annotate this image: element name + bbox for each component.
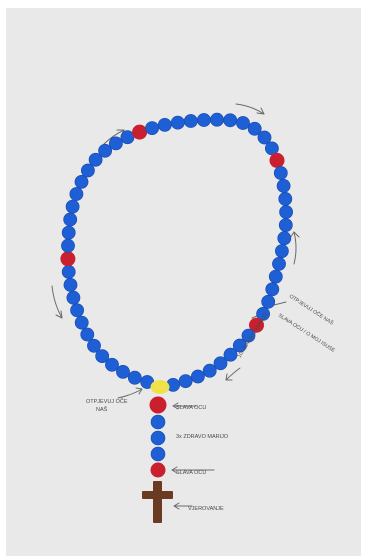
red-bead xyxy=(150,397,167,414)
red-bead xyxy=(60,251,75,266)
blue-bead xyxy=(262,295,275,308)
blue-bead xyxy=(151,447,165,461)
blue-bead xyxy=(266,283,279,296)
blue-bead xyxy=(269,270,282,283)
blue-bead xyxy=(236,116,249,129)
blue-bead xyxy=(64,278,77,291)
blue-bead xyxy=(71,304,84,317)
blue-bead xyxy=(75,316,88,329)
red-bead xyxy=(132,125,147,140)
label-three-hail-marys: 3x ZDRAVO MARIJO xyxy=(176,434,229,440)
blue-bead xyxy=(75,175,88,188)
centerpiece-bead xyxy=(151,380,170,394)
label-our-father-bottom-1: OTPJEVUJ OČE xyxy=(86,398,128,405)
blue-bead xyxy=(278,232,291,245)
blue-bead xyxy=(62,226,75,239)
blue-bead xyxy=(109,137,122,150)
red-bead xyxy=(151,463,166,478)
blue-bead xyxy=(280,205,293,218)
blue-bead xyxy=(81,328,94,341)
blue-bead xyxy=(179,375,192,388)
blue-bead xyxy=(128,371,141,384)
blue-bead xyxy=(61,239,74,252)
label-creed: VJEROVANJE xyxy=(188,506,224,512)
blue-bead xyxy=(66,200,79,213)
label-our-father-bottom-2: NAŠ xyxy=(96,406,108,413)
label-glory-be-top: SLAVA OCU xyxy=(176,405,206,411)
blue-bead xyxy=(146,122,159,135)
blue-bead xyxy=(277,179,290,192)
blue-bead xyxy=(275,245,288,258)
blue-bead xyxy=(279,219,292,232)
blue-bead xyxy=(151,415,165,429)
blue-bead xyxy=(158,118,171,131)
cross-vertical-beam xyxy=(153,481,162,523)
blue-bead xyxy=(203,364,216,377)
blue-bead xyxy=(87,339,100,352)
blue-bead xyxy=(224,114,237,127)
blue-bead xyxy=(62,265,75,278)
blue-bead xyxy=(210,113,223,126)
blue-bead xyxy=(184,114,197,127)
blue-bead xyxy=(197,113,210,126)
blue-bead xyxy=(191,370,204,383)
blue-bead xyxy=(151,431,165,445)
blue-bead xyxy=(70,187,83,200)
blue-bead xyxy=(67,291,80,304)
blue-bead xyxy=(272,257,285,270)
blue-bead xyxy=(274,166,287,179)
blue-bead xyxy=(171,116,184,129)
red-bead xyxy=(270,153,285,168)
label-glory-be-bottom: SLAVA OCU xyxy=(176,470,206,476)
cross-horizontal-beam xyxy=(142,491,173,499)
blue-bead xyxy=(279,192,292,205)
blue-bead xyxy=(64,213,77,226)
